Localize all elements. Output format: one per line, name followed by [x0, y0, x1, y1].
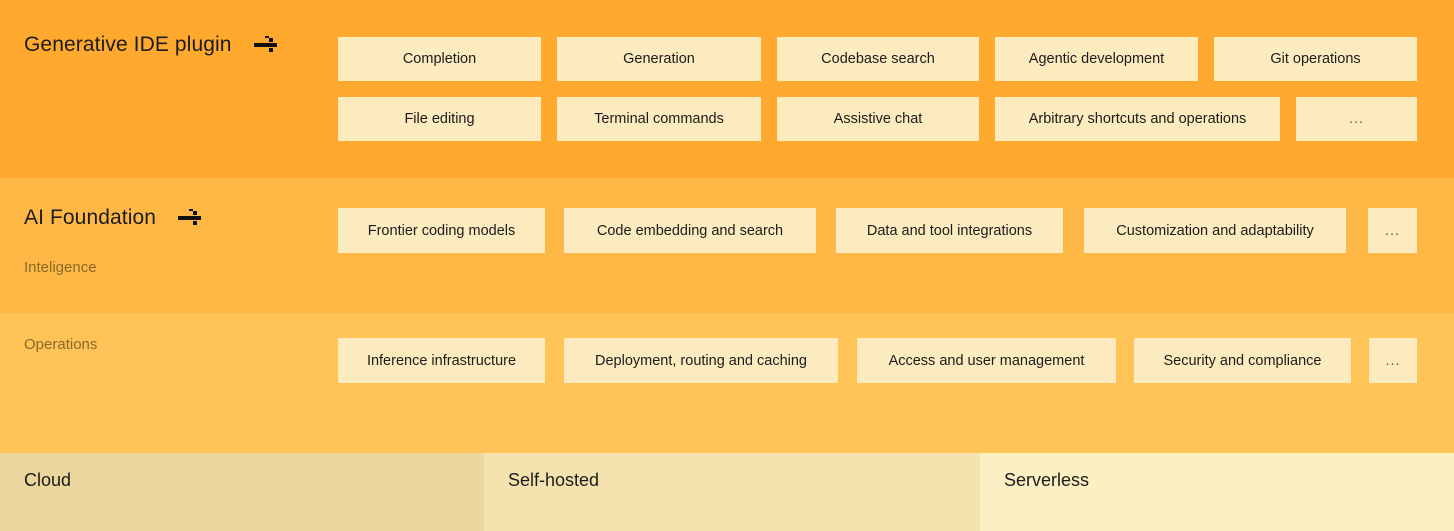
- capability-box-more[interactable]: ...: [1296, 97, 1417, 141]
- deployment-option-label: Serverless: [1004, 470, 1090, 490]
- layer-ai-foundation-operations: [0, 313, 1454, 453]
- capability-box[interactable]: Codebase search: [777, 37, 979, 81]
- operations-box[interactable]: Security and compliance: [1134, 338, 1351, 383]
- operations-box[interactable]: Deployment, routing and caching: [564, 338, 838, 383]
- operations-box-more[interactable]: ...: [1369, 338, 1417, 383]
- foundation-box-more[interactable]: ...: [1368, 208, 1417, 253]
- capability-box[interactable]: Generation: [557, 37, 761, 81]
- deployment-option-cloud[interactable]: Cloud: [0, 453, 484, 531]
- layer-generative-ide-plugin: [0, 0, 1454, 178]
- foundation-box[interactable]: Code embedding and search: [564, 208, 816, 253]
- capability-box[interactable]: Assistive chat: [777, 97, 979, 141]
- foundation-box[interactable]: Customization and adaptability: [1084, 208, 1346, 253]
- foundation-layer-title: AI Foundation: [24, 206, 157, 229]
- deployment-option-serverless[interactable]: Serverless: [980, 453, 1454, 531]
- dotted-arrow-right-icon: [178, 209, 204, 227]
- capability-box[interactable]: Completion: [338, 37, 541, 81]
- operations-box[interactable]: Access and user management: [857, 338, 1116, 383]
- foundation-box[interactable]: Data and tool integrations: [836, 208, 1063, 253]
- deployment-option-label: Self-hosted: [508, 470, 600, 490]
- foundation-layer-heading: AI Foundation: [24, 203, 204, 233]
- operations-box[interactable]: Inference infrastructure: [338, 338, 545, 383]
- capability-box[interactable]: Agentic development: [995, 37, 1198, 81]
- plugin-layer-heading: Generative IDE plugin: [24, 30, 280, 60]
- capability-box[interactable]: File editing: [338, 97, 541, 141]
- deployment-option-label: Cloud: [24, 470, 72, 490]
- deployment-option-self-hosted[interactable]: Self-hosted: [484, 453, 980, 531]
- operations-sublabel: Operations: [24, 336, 98, 353]
- intelligence-sublabel: Inteligence: [24, 259, 97, 276]
- plugin-layer-title: Generative IDE plugin: [24, 33, 232, 56]
- capability-box[interactable]: Arbitrary shortcuts and operations: [995, 97, 1280, 141]
- dotted-arrow-right-icon: [253, 36, 280, 54]
- capability-box[interactable]: Git operations: [1214, 37, 1417, 81]
- foundation-box[interactable]: Frontier coding models: [338, 208, 545, 253]
- capability-box[interactable]: Terminal commands: [557, 97, 761, 141]
